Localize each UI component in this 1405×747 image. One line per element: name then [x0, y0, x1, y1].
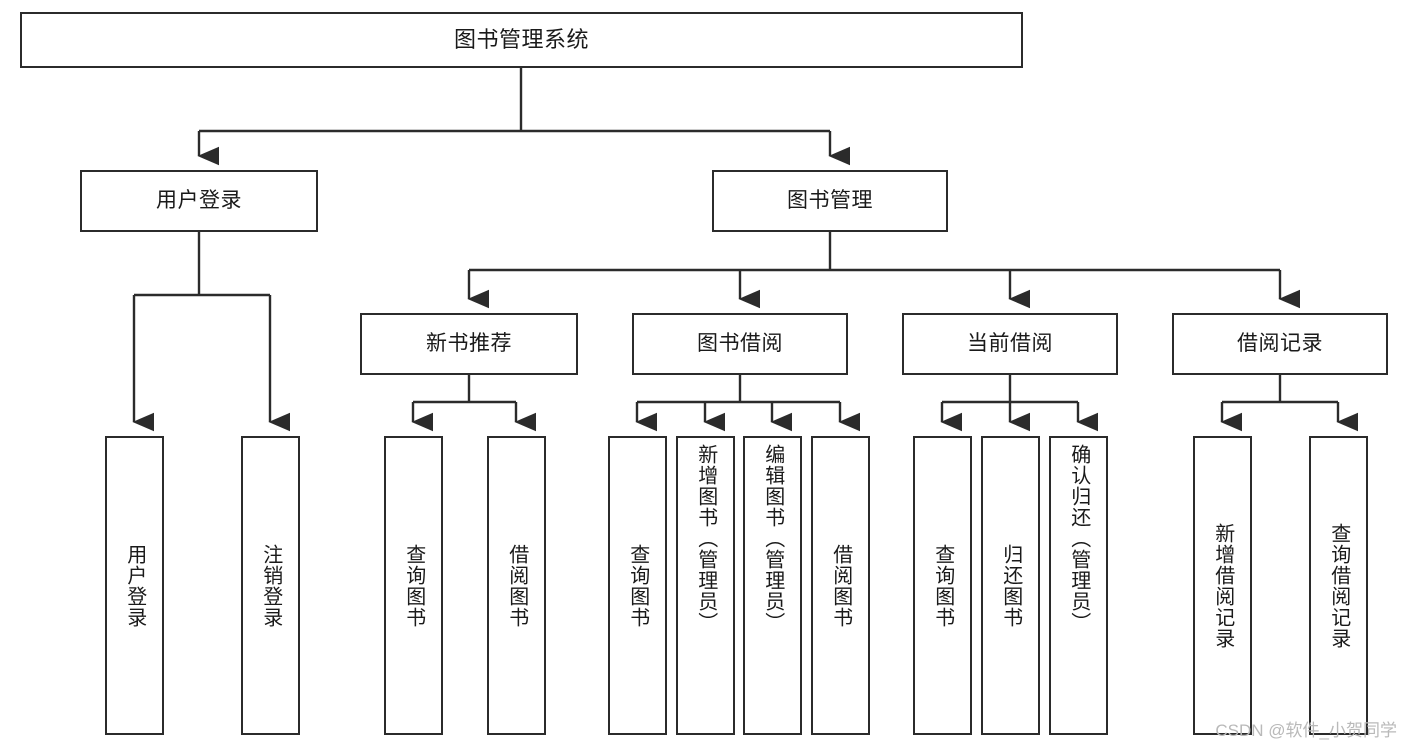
node-label: 新增图书（管理员）	[694, 444, 717, 633]
node-new-book-recommend[interactable]: 新书推荐	[360, 313, 578, 375]
leaf-current-borrow-return-book[interactable]: 归还图书	[981, 436, 1040, 735]
node-label: 图书借阅	[697, 331, 783, 355]
node-label: 借阅图书	[829, 543, 852, 628]
node-label: 借阅记录	[1237, 331, 1323, 355]
node-book-management-system[interactable]: 图书管理系统	[20, 12, 1023, 68]
node-label: 新增借阅记录	[1211, 522, 1234, 649]
node-label: 图书管理	[787, 188, 873, 212]
node-label: 查询借阅记录	[1327, 522, 1350, 649]
node-borrow-record[interactable]: 借阅记录	[1172, 313, 1388, 375]
leaf-new-book-borrow-book[interactable]: 借阅图书	[487, 436, 546, 735]
leaf-new-book-query-book[interactable]: 查询图书	[384, 436, 443, 735]
node-label: 借阅图书	[505, 543, 528, 628]
leaf-book-borrow-borrow-book[interactable]: 借阅图书	[811, 436, 870, 735]
leaf-book-borrow-query-book[interactable]: 查询图书	[608, 436, 667, 735]
node-user-login[interactable]: 用户登录	[80, 170, 318, 232]
leaf-book-borrow-add-book-admin[interactable]: 新增图书（管理员）	[676, 436, 735, 735]
node-label: 编辑图书（管理员）	[761, 444, 784, 633]
leaf-borrow-record-query-record[interactable]: 查询借阅记录	[1309, 436, 1368, 735]
node-label: 用户登录	[156, 188, 242, 212]
leaf-user-login-login[interactable]: 用户登录	[105, 436, 164, 735]
node-label: 注销登录	[259, 543, 282, 628]
node-label: 新书推荐	[426, 331, 512, 355]
node-label: 确认归还（管理员）	[1067, 444, 1090, 633]
leaf-borrow-record-add-record[interactable]: 新增借阅记录	[1193, 436, 1252, 735]
node-label: 用户登录	[123, 543, 146, 628]
node-label: 查询图书	[402, 543, 425, 628]
watermark: CSDN @软件_小贺同学	[1215, 721, 1397, 740]
node-label: 查询图书	[931, 543, 954, 628]
leaf-user-login-logout[interactable]: 注销登录	[241, 436, 300, 735]
node-label: 归还图书	[999, 543, 1022, 628]
node-book-borrow[interactable]: 图书借阅	[632, 313, 848, 375]
node-book-management[interactable]: 图书管理	[712, 170, 948, 232]
node-label: 图书管理系统	[453, 27, 589, 53]
leaf-current-borrow-query-book[interactable]: 查询图书	[913, 436, 972, 735]
leaf-book-borrow-edit-book-admin[interactable]: 编辑图书（管理员）	[743, 436, 802, 735]
node-current-borrow[interactable]: 当前借阅	[902, 313, 1118, 375]
leaf-current-borrow-confirm-return-admin[interactable]: 确认归还（管理员）	[1049, 436, 1108, 735]
node-label: 查询图书	[626, 543, 649, 628]
node-label: 当前借阅	[967, 331, 1053, 355]
